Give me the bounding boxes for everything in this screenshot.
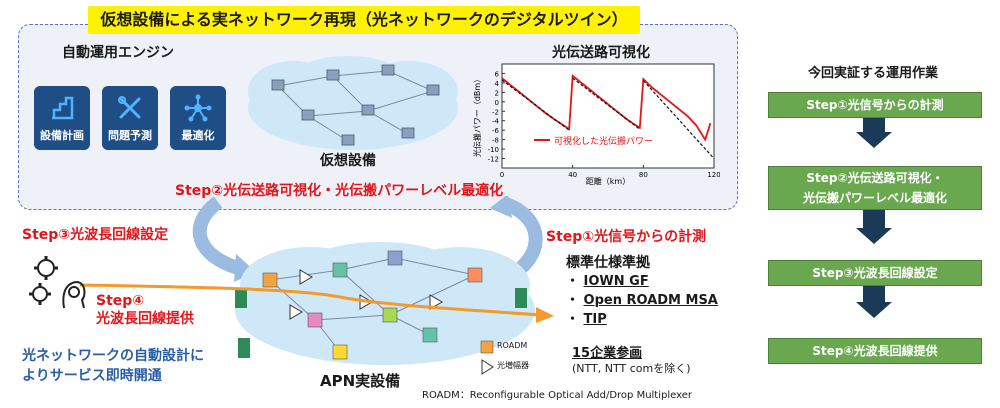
standard-tip: TIP xyxy=(583,312,607,327)
engine-title: 自動運用エンジン xyxy=(62,45,174,61)
x-tick-label: 40 xyxy=(568,171,577,179)
loop-arrows xyxy=(192,196,543,282)
tools-icon xyxy=(118,96,141,119)
right-title: 今回実証する運用作業 xyxy=(808,66,939,81)
tile-prediction[interactable]: 問題予測 xyxy=(102,86,158,150)
standard-openroadm: Open ROADM MSA xyxy=(583,293,718,308)
standards-list: ・ IOWN GF ・ Open ROADM MSA ・ TIP xyxy=(566,270,718,327)
plot-area xyxy=(501,63,715,169)
tile-planning-label: 設備計画 xyxy=(40,129,84,142)
gears-person-icon xyxy=(29,256,86,309)
flow-arrow-3 xyxy=(863,286,885,302)
standard-item: ・ TIP xyxy=(566,312,607,327)
stairs-icon xyxy=(52,96,74,120)
tile-optimization[interactable]: 最適化 xyxy=(170,86,226,150)
tile-prediction-label: 問題予測 xyxy=(108,129,152,142)
y-tick-label: -6 xyxy=(492,127,500,135)
fit-line-segment xyxy=(501,79,570,131)
apn-network-cloud xyxy=(235,242,535,365)
x-axis-label: 距離（km） xyxy=(586,176,630,186)
y-tick-label: 2 xyxy=(495,89,499,97)
companies-title: 15企業参画 xyxy=(572,346,643,361)
amplifier-icon xyxy=(481,359,494,375)
y-tick-label: -2 xyxy=(492,108,499,116)
x-tick-label: 0 xyxy=(500,171,504,179)
y-tick-label: -12 xyxy=(488,156,499,164)
y-tick-label: 6 xyxy=(495,70,500,78)
y-tick-label: -8 xyxy=(492,137,499,145)
apn-label: APN実設備 xyxy=(320,372,401,390)
flow-arrow-2 xyxy=(863,210,885,228)
flow-arrow-1 xyxy=(863,118,885,132)
tile-optimization-label: 最適化 xyxy=(181,129,215,142)
x-tick-label: 120 xyxy=(707,171,720,179)
y-tick-label: 0 xyxy=(495,99,499,107)
footnote: ROADM：Reconfigurable Optical Add/Drop Mu… xyxy=(422,390,692,401)
lightpath-arrow xyxy=(80,283,554,323)
step4-caption: Step④ 光波長回線提供 xyxy=(96,293,194,327)
auto-design-caption: 光ネットワークの自動設計に よりサービス即時開通 xyxy=(22,348,204,384)
x-tick-label: 80 xyxy=(639,171,648,179)
network-nodes-icon xyxy=(184,94,212,122)
y-tick-label: -4 xyxy=(492,118,500,126)
flow-arrow-2-head xyxy=(856,228,892,244)
flow-arrow-3-head xyxy=(856,302,892,318)
legend-amp-label: 光増幅器 xyxy=(497,361,529,370)
legend-roadm-label: ROADM xyxy=(497,341,528,350)
flow-step4: Step④光波長回線提供 xyxy=(768,338,982,364)
fit-line-segment xyxy=(572,77,641,130)
companies-note: (NTT, NTT comを除く) xyxy=(572,362,691,375)
chart-title: 光伝送路可視化 xyxy=(552,45,650,61)
banner-title: 仮想設備による実ネットワーク再現（光ネットワークのデジタルツイン） xyxy=(88,6,640,34)
flow-step3: Step③光波長回線設定 xyxy=(768,260,982,286)
legend-label: 可視化した光伝搬パワー xyxy=(554,135,653,147)
step1-caption: Step①光信号からの計測 xyxy=(546,229,707,245)
y-tick-label: 4 xyxy=(495,80,500,88)
y-tick-label: -10 xyxy=(488,146,499,154)
standards-title: 標準仕様準拠 xyxy=(566,255,650,271)
standard-iown: IOWN GF xyxy=(583,274,649,289)
legend-icons xyxy=(480,340,494,375)
standard-item: ・ IOWN GF xyxy=(566,274,649,289)
tile-planning[interactable]: 設備計画 xyxy=(34,86,90,150)
flow-step1: Step①光信号からの計測 xyxy=(768,92,982,118)
virtual-network-cloud xyxy=(248,56,458,150)
standard-item: ・ Open ROADM MSA xyxy=(566,293,718,308)
roadm-icon xyxy=(480,340,494,354)
flow-arrow-1-head xyxy=(856,132,892,148)
step2-caption: Step②光伝送路可視化・光伝搬パワーレベル最適化 xyxy=(175,183,504,199)
y-axis-label: 光伝搬パワー（dBm） xyxy=(472,75,482,157)
step3-caption: Step③光波長回線設定 xyxy=(22,227,169,243)
virtual-equipment-label: 仮想設備 xyxy=(320,153,376,169)
flow-step2: Step②光伝送路可視化・ 光伝搬パワーレベル最適化 xyxy=(768,166,982,210)
fit-line-segment xyxy=(642,80,715,159)
